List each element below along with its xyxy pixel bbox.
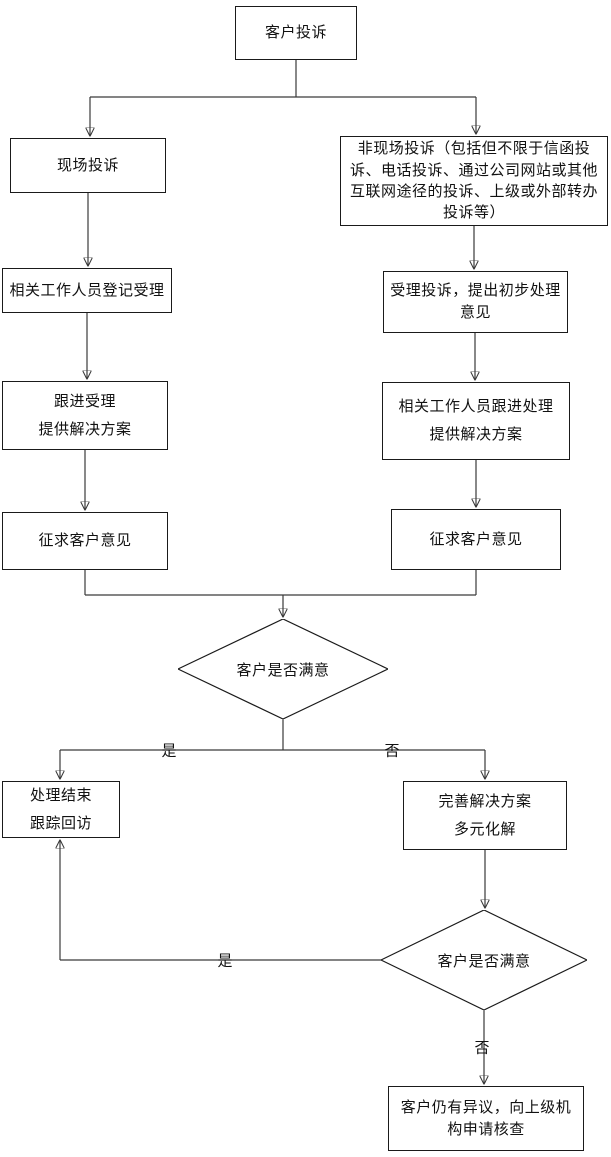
node-accept-preliminary: 受理投诉，提出初步处理意见 <box>383 271 568 333</box>
node-onsite-complaint: 现场投诉 <box>10 138 166 193</box>
edge-label-no-1: 否 <box>384 742 400 760</box>
node-follow-up-offsite: 相关工作人员跟进处理 提供解决方案 <box>382 382 570 460</box>
node-label: 客户仍有异议，向上级机构申请核查 <box>400 1098 572 1138</box>
node-label-line2: 提供解决方案 <box>38 420 132 438</box>
node-improve-solution: 完善解决方案 多元化解 <box>403 781 567 850</box>
edge-label-yes-2: 是 <box>217 952 233 970</box>
node-end-follow-up-visit: 处理结束 跟踪回访 <box>2 781 120 838</box>
node-start: 客户投诉 <box>235 6 357 60</box>
node-label-line2: 跟踪回访 <box>29 814 92 832</box>
node-label: 客户投诉 <box>264 24 327 42</box>
node-offsite-complaint: 非现场投诉（包括但不限于信函投诉、电话投诉、通过公司网站或其他互联网途径的投诉、… <box>340 136 608 226</box>
node-ask-customer-right: 征求客户意见 <box>391 509 561 570</box>
node-ask-customer-left: 征求客户意见 <box>2 512 168 570</box>
node-label-line1: 跟进受理 <box>53 392 116 410</box>
node-label-line1: 处理结束 <box>29 786 92 804</box>
diamond-shape <box>178 619 388 719</box>
node-decision-satisfied-1: 客户是否满意 <box>178 619 388 719</box>
node-label-line1: 相关工作人员跟进处理 <box>398 398 554 416</box>
node-label: 客户是否满意 <box>437 952 531 970</box>
node-label: 相关工作人员登记受理 <box>9 281 165 299</box>
node-follow-up-onsite: 跟进受理 提供解决方案 <box>2 381 168 450</box>
node-label-line2: 提供解决方案 <box>429 426 523 443</box>
node-label-line1: 完善解决方案 <box>438 792 532 810</box>
node-decision-satisfied-2: 客户是否满意 <box>381 910 587 1010</box>
node-label: 受理投诉，提出初步处理意见 <box>390 282 561 321</box>
edge-label-no-2: 否 <box>474 1039 490 1057</box>
edge-label-yes-1: 是 <box>161 742 177 760</box>
diamond-shape <box>381 910 587 1010</box>
node-label: 现场投诉 <box>56 156 119 174</box>
node-label: 非现场投诉（包括但不限于信函投诉、电话投诉、通过公司网站或其他互联网途径的投诉、… <box>349 140 598 222</box>
node-label-line2: 多元化解 <box>453 820 516 838</box>
node-register-accept: 相关工作人员登记受理 <box>2 268 172 313</box>
node-label: 客户是否满意 <box>236 661 330 679</box>
node-label: 征求客户意见 <box>38 532 132 550</box>
node-escalate-review: 客户仍有异议，向上级机构申请核查 <box>388 1086 584 1151</box>
node-label: 征求客户意见 <box>429 530 523 548</box>
